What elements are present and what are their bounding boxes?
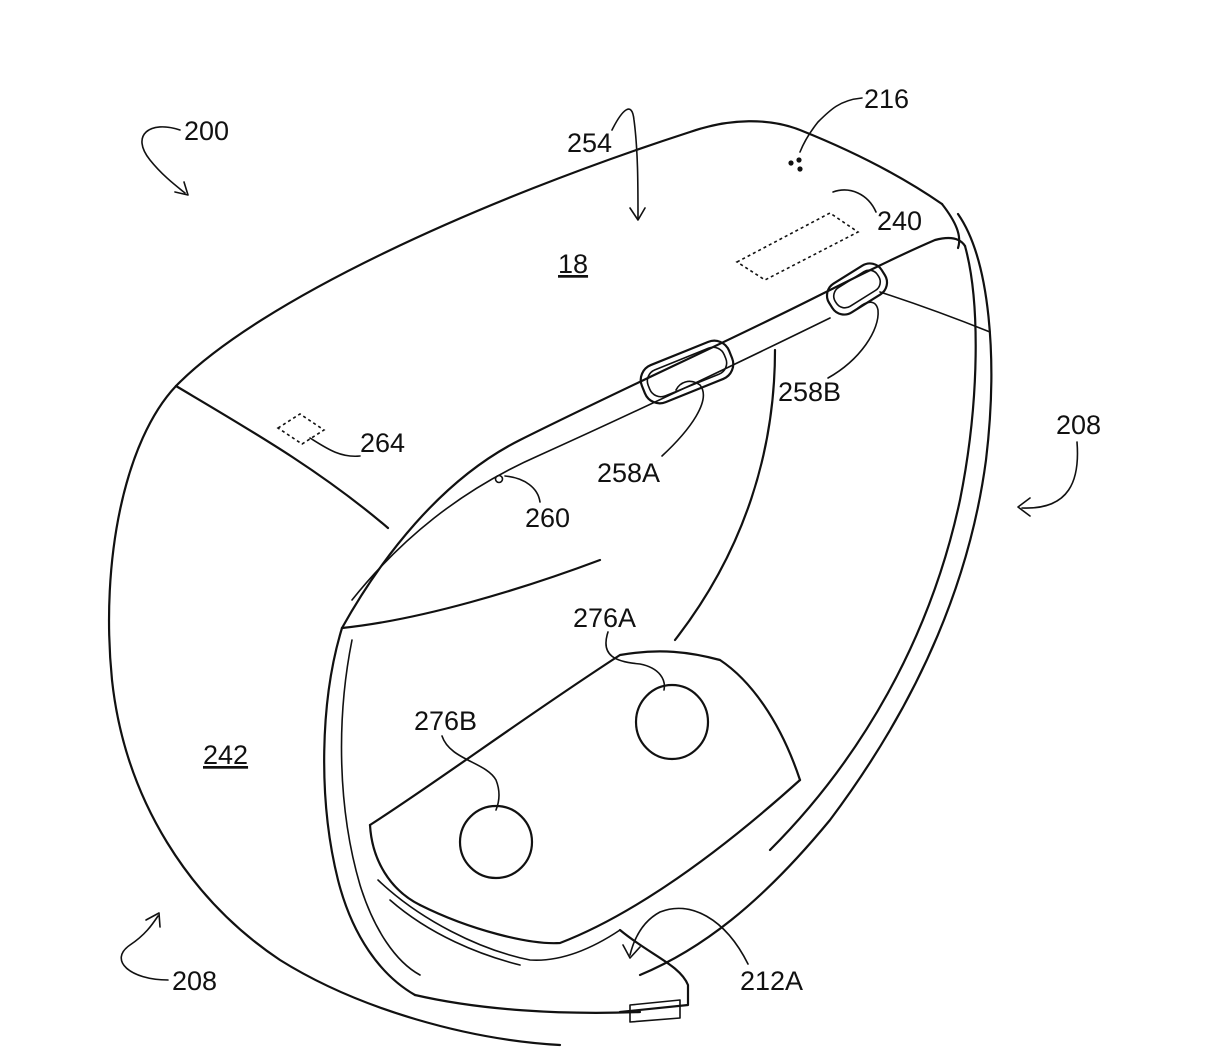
wearable-band-drawing [107,120,993,1047]
band-outer-right-edge [638,212,993,977]
sensor-plate-top-edge [368,650,802,827]
label-242: 242 [203,740,248,770]
band-inner-left-edge [323,626,417,997]
leader-276b [441,735,500,811]
band-right-cap [940,202,961,250]
leader-208-left [120,915,169,981]
sensor-plate-bottom-edge [418,778,802,945]
leader-254 [611,108,639,219]
hole-260 [494,474,504,484]
label-212a: 212A [740,966,803,996]
label-258b: 258B [778,377,841,407]
component-264-dashed [276,413,326,445]
arrowhead-254 [629,207,646,221]
label-258a: 258A [597,458,660,488]
leader-260 [504,475,541,503]
indicator-216-dot-1 [788,160,794,166]
leader-258b [827,301,879,379]
leader-208-right [1021,441,1079,509]
arrowhead-208-right [1017,497,1031,517]
indicator-216-dot-2 [796,157,802,163]
sensor-276b [458,804,534,880]
leader-212a [629,907,749,965]
connector-tab [618,928,690,1014]
leader-216 [799,97,863,153]
housing-seam-left [174,384,390,530]
band-outer-left-edge [107,384,562,1047]
inner-housing-curve [673,348,777,642]
indicator-216-dot-3 [797,166,803,172]
label-200: 200 [184,116,229,146]
leader-258a [661,380,705,457]
leader-264 [309,437,361,458]
component-240-dashed [735,212,860,281]
label-216: 216 [864,84,909,114]
reference-labels: 200 216 254 240 18 258B 208 264 258A 260… [172,84,1101,996]
band-inner-lip [351,317,831,601]
leader-200 [141,126,186,194]
leader-lines [120,97,1079,981]
band-inner-right-edge [768,244,977,852]
band-inner-top-edge [340,236,967,630]
label-240: 240 [877,206,922,236]
leader-276a [605,631,666,691]
band-bottom-edge [413,993,642,1014]
label-260: 260 [525,503,570,533]
inner-housing-curve-left [340,558,602,630]
band-outer-top-edge [174,120,944,388]
label-254: 254 [567,128,612,158]
arrowhead-200 [174,181,189,196]
band-right-contour [879,291,991,333]
button-258a-inner [646,346,728,398]
sensor-plate-underside-2 [389,899,521,966]
connector-tab-inner [629,999,681,1023]
button-258b-inner [832,269,882,309]
label-276a: 276A [573,603,636,633]
band-inner-left-edge-2 [340,639,421,976]
arrowhead-212a [622,944,641,959]
leader-240 [832,189,877,213]
label-208-left: 208 [172,966,217,996]
button-258a [639,339,735,405]
label-18: 18 [558,249,588,279]
sensor-plate-left-edge [368,823,422,907]
label-276b: 276B [414,706,477,736]
sensor-276a [634,683,710,761]
label-208-right: 208 [1056,410,1101,440]
sensor-plate-underside [377,879,621,961]
label-264: 264 [360,428,405,458]
arrowhead-208-left [145,912,161,928]
